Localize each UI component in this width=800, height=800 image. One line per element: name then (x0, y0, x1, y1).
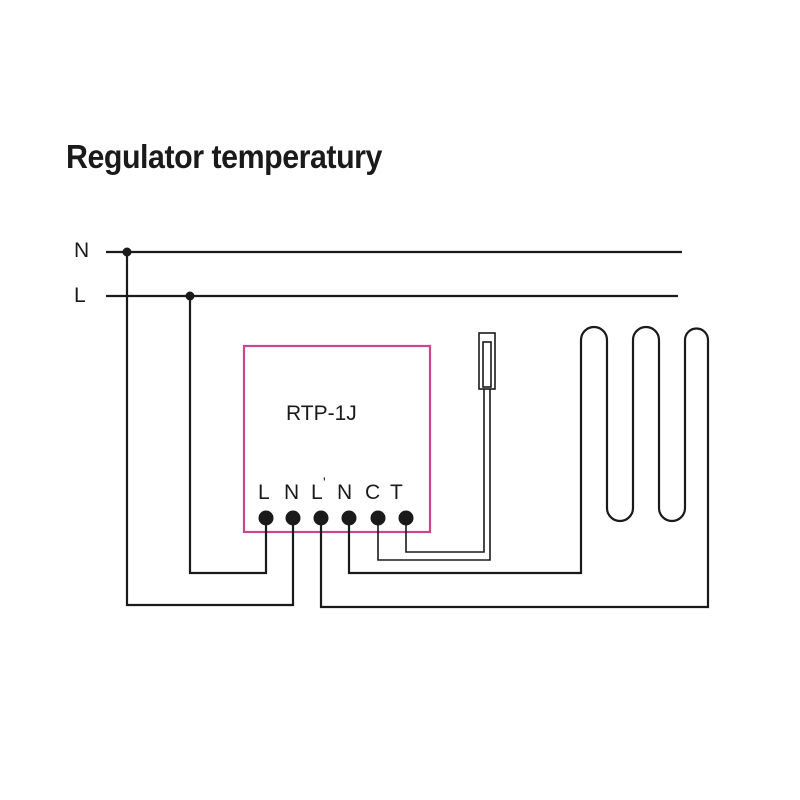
temperature-sensor (478, 332, 496, 390)
neutral-line-label: N (74, 239, 89, 262)
device-name: RTP-1J (286, 402, 357, 425)
terminal-t (398, 510, 414, 526)
terminal-label-l-prime-mark: ' (323, 474, 326, 490)
diagram-title: Regulator temperatury (66, 138, 382, 175)
terminal-label-c: C (365, 481, 380, 504)
sensor-wire-c (377, 389, 491, 561)
terminal-n (285, 510, 301, 526)
wire-lprime-to-heater (319, 340, 710, 609)
wire-neutral-to-terminal-n (125, 252, 295, 607)
terminal-n2 (341, 510, 357, 526)
temperature-sensor-inner (482, 341, 492, 388)
live-line-label: L (74, 284, 86, 307)
wire-live-to-terminal-l (188, 296, 268, 575)
wire-n-to-heater (347, 340, 583, 575)
regulator-box (242, 344, 432, 534)
terminal-l (258, 510, 274, 526)
terminal-label-l: L (258, 481, 270, 504)
terminal-label-t: T (390, 481, 403, 504)
terminal-c (370, 510, 386, 526)
heating-element (579, 325, 710, 523)
sensor-wire-t (405, 389, 485, 553)
terminal-label-n2: N (337, 481, 352, 504)
terminal-l-prime (313, 510, 329, 526)
terminal-label-n: N (284, 481, 299, 504)
terminal-label-l-prime: L (311, 481, 323, 504)
